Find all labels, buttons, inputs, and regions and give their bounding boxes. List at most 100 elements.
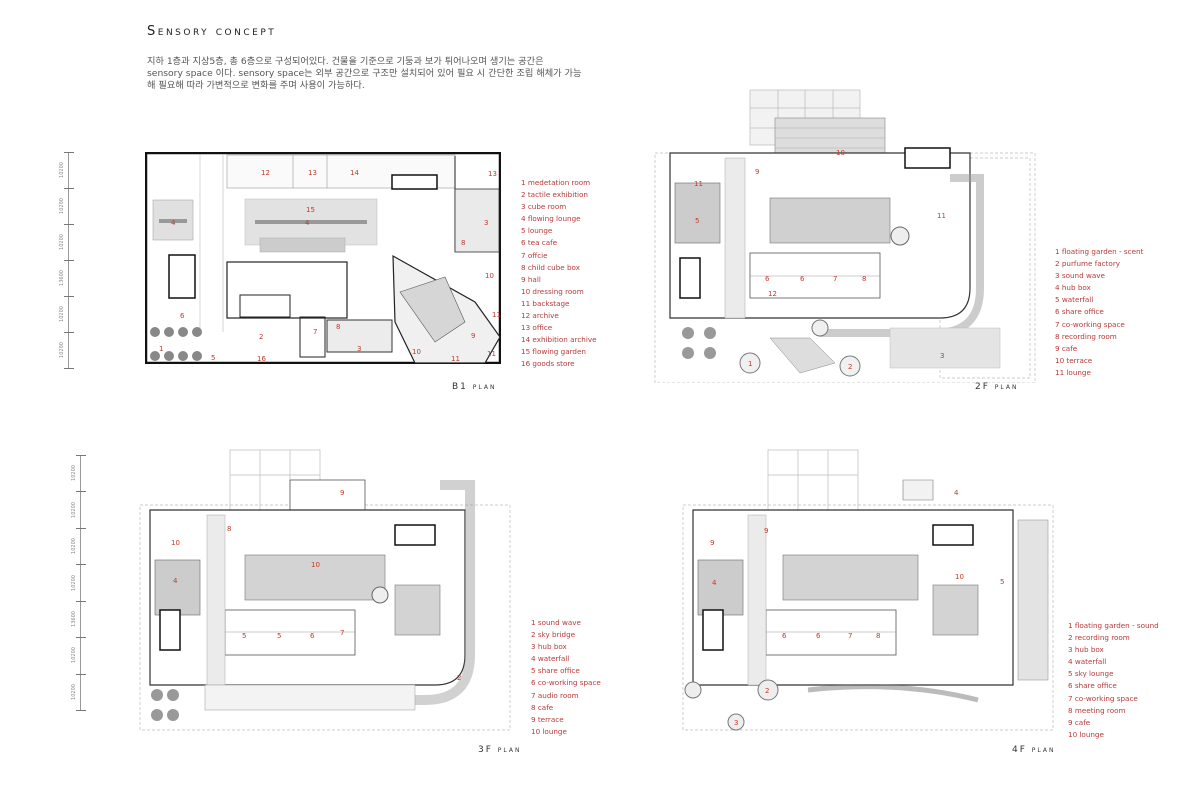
- legend-item: 2 sky bridge: [531, 630, 576, 640]
- legend-item: 8 recording room: [1055, 331, 1117, 341]
- dimension-label: 13600: [70, 610, 77, 627]
- room-number: 7: [833, 275, 837, 283]
- dimension-label: 10200: [70, 465, 77, 482]
- legend-item: 2 tactile exhibition: [521, 190, 588, 200]
- legend-item: 11 backstage: [521, 298, 570, 308]
- room-number: 14: [350, 169, 359, 177]
- dimension-tick: [76, 710, 86, 711]
- room-number: 15: [306, 206, 315, 214]
- page-title: Sensory concept: [147, 24, 277, 39]
- dimension-tick: [64, 152, 74, 153]
- legend-item: 9 cafe: [1068, 717, 1091, 727]
- room-number: 13: [488, 170, 497, 178]
- legend-item: 1 sound wave: [531, 618, 581, 627]
- room-number: 6: [782, 632, 787, 640]
- room-number: 4: [954, 489, 959, 497]
- room-number: 9: [710, 539, 714, 547]
- legend-item: 1 floating garden - sound: [1068, 621, 1159, 630]
- legend-item: 8 cafe: [531, 702, 554, 712]
- room-number: 11: [694, 180, 703, 188]
- description-line: 해 필요해 따라 가변적으로 변화를 주며 사용이 가능하다.: [147, 80, 365, 91]
- dimension-tick: [76, 637, 86, 639]
- 2f-plan-label: 2F plan: [975, 382, 1019, 392]
- dimension-tick: [64, 224, 74, 225]
- legend-item: 9 cafe: [1055, 343, 1078, 353]
- 3f-floor-plan: 9 8 10 4 10 5 5 6 7 2: [139, 449, 511, 731]
- room-number: 7: [340, 629, 344, 637]
- dimension-label: 10200: [58, 306, 65, 322]
- dimension-label: 10200: [58, 162, 65, 178]
- dimension-tick: [76, 564, 86, 566]
- legend-item: 13 office: [521, 323, 553, 333]
- room-number: 6: [310, 632, 315, 640]
- description-line: sensory space 이다. sensory space는 외부 공간으로…: [147, 68, 582, 79]
- room-number: 10: [171, 539, 180, 547]
- legend-item: 3 hub box: [1068, 645, 1104, 655]
- legend-item: 10 dressing room: [521, 286, 584, 296]
- room-number: 8: [876, 632, 880, 640]
- dimension-label: 10200: [58, 342, 65, 358]
- room-number: 5: [695, 217, 699, 225]
- legend-item: 14 exhibition archive: [521, 335, 597, 345]
- dimension-label: 10200: [70, 538, 77, 555]
- dimension-label: 10200: [70, 501, 77, 518]
- room-number: 9: [471, 332, 475, 340]
- dimension-tick: [76, 527, 86, 529]
- dimension-label: 10200: [70, 574, 77, 591]
- room-number: 10: [955, 573, 964, 581]
- room-number: 3: [734, 719, 738, 727]
- legend-item: 8 child cube box: [521, 262, 580, 272]
- room-number: 4: [171, 219, 176, 227]
- room-number: 4: [173, 577, 178, 585]
- legend-item: 2 purfume factory: [1055, 259, 1121, 269]
- legend-item: 11 lounge: [1055, 367, 1091, 377]
- room-number: 9: [755, 168, 759, 176]
- room-number: 3: [357, 345, 361, 353]
- legend-item: 1 floating garden - scent: [1055, 247, 1144, 256]
- legend-item: 8 meeting room: [1068, 705, 1126, 715]
- legend-item: 6 tea cafe: [521, 238, 558, 248]
- dimension-label: 10200: [70, 647, 77, 664]
- legend-item: 6 co-working space: [531, 678, 601, 688]
- room-number: 4: [712, 579, 717, 587]
- room-number: 6: [765, 275, 770, 283]
- 4f-floor-plan: 4 9 9 4 10 5 6 6 7 8 2 3: [682, 449, 1054, 731]
- room-number: 11: [492, 311, 501, 319]
- room-number: 7: [313, 328, 317, 336]
- dimension-label: 13600: [58, 270, 65, 286]
- room-number: 11: [937, 212, 946, 220]
- room-number: 11: [451, 355, 460, 363]
- room-number: 12: [768, 290, 777, 298]
- room-number: 9: [764, 527, 768, 535]
- room-number: 13: [308, 169, 317, 177]
- room-number: 10: [311, 561, 320, 569]
- room-number: 3: [484, 219, 488, 227]
- b1-plan-label: B1 plan: [452, 382, 497, 392]
- legend-item: 4 hub box: [1055, 283, 1091, 293]
- legend-item: 4 flowing lounge: [521, 214, 581, 224]
- room-number: 2: [848, 363, 852, 371]
- room-number: 8: [862, 275, 866, 283]
- dimension-tick: [76, 455, 86, 456]
- room-number: 8: [461, 239, 465, 247]
- 2f-floor-plan: 10 9 11 11 5 6 6 7 8 12 3 1 2: [654, 89, 1036, 383]
- room-number: 1: [159, 345, 163, 353]
- legend-item: 10 terrace: [1055, 355, 1093, 365]
- room-number: 2: [259, 333, 263, 341]
- legend-item: 9 terrace: [531, 714, 564, 724]
- room-number: 8: [227, 525, 231, 533]
- legend-item: 4 waterfall: [531, 654, 570, 664]
- legend-item: 7 co-working space: [1055, 319, 1125, 329]
- legend-item: 6 share office: [1055, 307, 1104, 317]
- legend-item: 3 cube room: [521, 202, 567, 212]
- room-number: 6: [180, 312, 185, 320]
- description: 지하 1층과 지상5층, 총 6층으로 구성되어있다. 건물을 기준으로 기둥과…: [147, 56, 607, 92]
- room-number: 11: [487, 350, 496, 358]
- b1-floor-plan: 12 13 14 13 15 4 4 3 8 10 6 1 5 2 16 7 8…: [145, 152, 501, 364]
- legend-item: 6 share office: [1068, 681, 1117, 691]
- dimension-label: 10200: [58, 198, 65, 214]
- dimension-tick: [64, 260, 74, 261]
